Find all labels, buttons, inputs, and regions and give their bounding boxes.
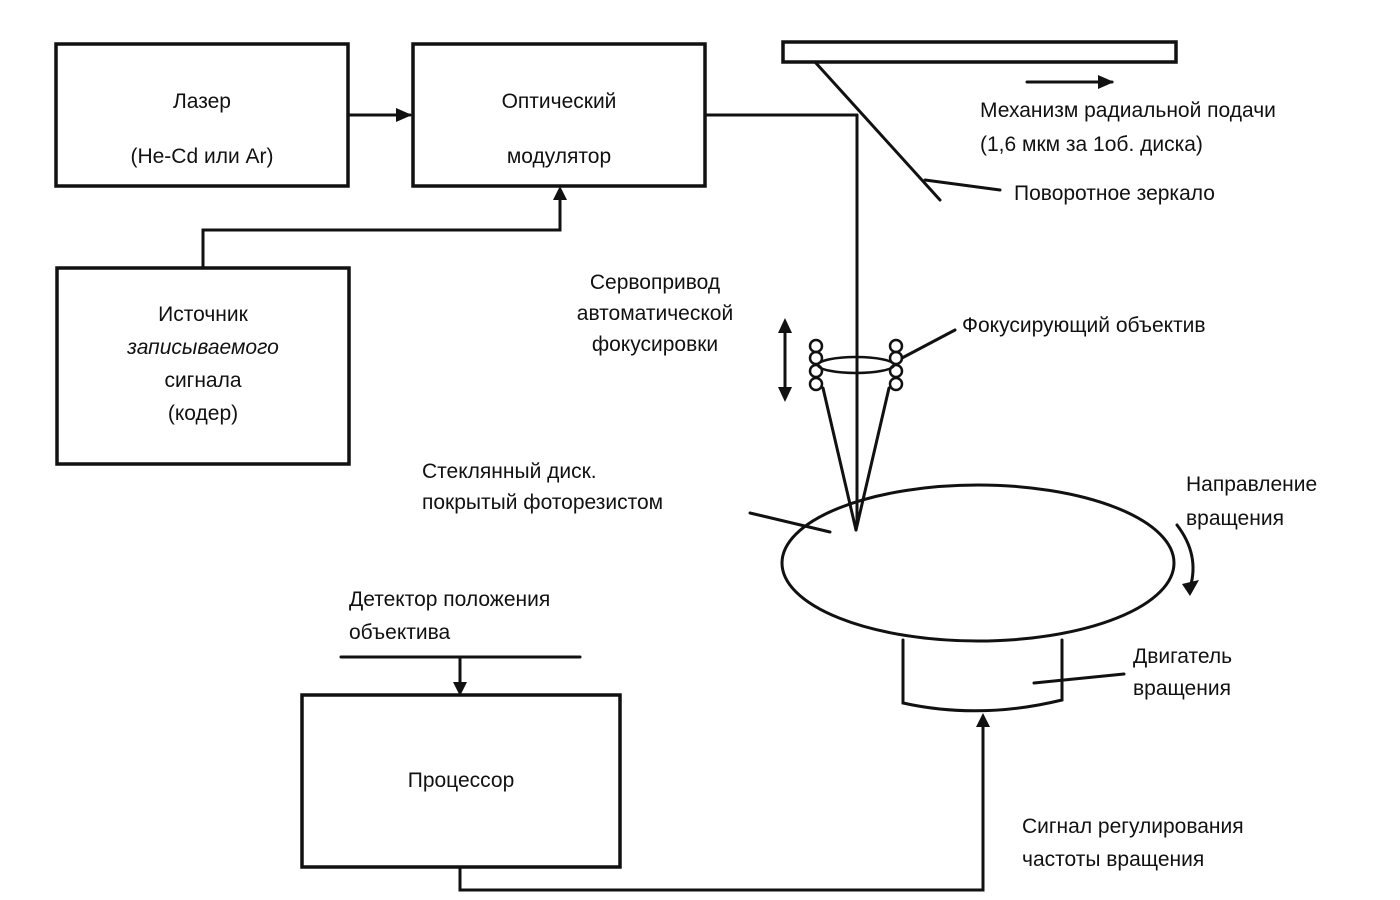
modulator-block	[411, 42, 707, 188]
source-label-line4: (кодер)	[167, 402, 239, 425]
rotation-motor-label-line2: вращения	[1133, 677, 1231, 700]
focusing-lens-label: Фокусирующий объектив	[962, 314, 1206, 337]
speed-control-signal-label: Сигнал регулирования частоты вращения	[1022, 810, 1244, 876]
rotation-motor-label-line1: Двигатель	[1133, 645, 1233, 668]
autofocus-servo-label-line1: Сервопривод	[589, 271, 721, 294]
source-to-modulator-arrowhead	[553, 186, 567, 200]
source-to-modulator-line	[201, 190, 562, 270]
modulator-block-text: Оптический модулятор	[413, 74, 705, 184]
rotation-direction-label-line1: Направление	[1186, 473, 1318, 496]
speed-control-signal-label-line1: Сигнал регулирования	[1022, 815, 1244, 838]
laser-type-label: (He-Cd или Ar)	[130, 145, 274, 168]
processor-block-text: Процессор	[302, 766, 620, 796]
speed-control-arrowhead	[976, 713, 990, 727]
autofocus-servo-label: Сервопривод автоматической фокусировки	[555, 267, 755, 360]
processor-label: Процессор	[407, 769, 515, 792]
source-label-line3: сигнала	[164, 369, 242, 392]
lens-position-detector-label: Детектор положения объектива	[349, 583, 550, 649]
feed-mechanism-rail	[781, 40, 1178, 64]
rotation-direction-label: Направление вращения	[1186, 468, 1317, 536]
modulator-label-line2: модулятор	[506, 145, 612, 168]
laser-block-text: Лазер (He-Cd или Ar)	[56, 74, 348, 184]
lens-coil-left	[808, 338, 824, 392]
source-label-line1: Источник	[158, 303, 248, 326]
focus-cone-right	[854, 386, 891, 532]
speed-control-signal-line	[458, 722, 985, 892]
rotary-mirror	[813, 60, 942, 202]
laser-label: Лазер	[173, 90, 231, 113]
lens-position-detector-label-line2: объектива	[349, 621, 451, 644]
autofocus-arrow-down	[778, 387, 792, 402]
feed-mechanism-label: Механизм радиальной подачи (1,6 мкм за 1…	[980, 94, 1276, 162]
autofocus-arrow-up	[778, 318, 792, 333]
glass-disc-label-line1: Стеклянный диск.	[422, 460, 597, 483]
mirror-leader-line	[923, 178, 1002, 192]
autofocus-servo-label-line2: автоматической	[576, 302, 734, 325]
source-label-line2: записываемого	[127, 336, 279, 359]
modulator-label-line1: Оптический	[501, 90, 617, 113]
rotary-mirror-label: Поворотное зеркало	[1014, 182, 1215, 205]
rotation-arrowhead	[1182, 580, 1199, 596]
speed-control-signal-label-line2: частоты вращения	[1022, 848, 1205, 871]
autofocus-servo-label-line3: фокусировки	[591, 333, 719, 356]
rotation-motor	[901, 638, 1064, 713]
rotation-direction-label-line2: вращения	[1186, 507, 1284, 530]
disc-leader-line	[748, 511, 832, 534]
lens-leader-line	[900, 328, 957, 360]
lens-position-detector-label-line1: Детектор положения	[349, 588, 551, 611]
feed-mechanism-label-line1: Механизм радиальной подачи	[980, 99, 1276, 122]
lens-coil-right	[888, 338, 904, 392]
focusing-lens	[816, 355, 896, 375]
source-block-text: Источник записываемого сигнала (кодер)	[57, 298, 349, 430]
glass-disc	[780, 483, 1176, 643]
motor-leader-line	[1032, 672, 1126, 685]
detector-arrowhead	[453, 682, 467, 696]
laser-block	[54, 42, 350, 188]
processor-block	[300, 693, 622, 869]
glass-disc-label: Стеклянный диск. покрытый фоторезистом	[422, 456, 663, 518]
glass-disc-label-line2: покрытый фоторезистом	[422, 491, 664, 514]
rotation-motor-label: Двигатель вращения	[1133, 641, 1232, 705]
feed-mechanism-label-line2: (1,6 мкм за 1об. диска)	[980, 133, 1203, 156]
focus-cone-left	[821, 386, 858, 532]
